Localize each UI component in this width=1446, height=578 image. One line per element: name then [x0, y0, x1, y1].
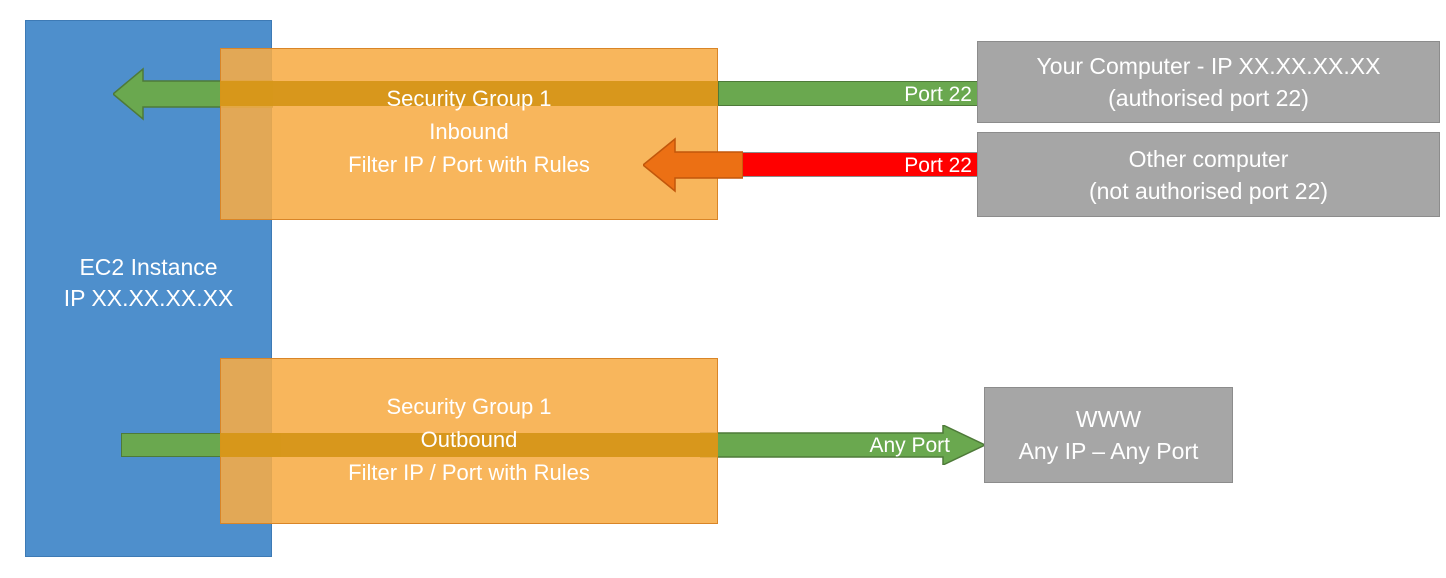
- your-computer-line-2: (authorised port 22): [1108, 85, 1309, 111]
- allowed-inbound-connector: [718, 81, 978, 106]
- security-group-inbound-box: [220, 48, 718, 220]
- blocked-inbound-connector: [718, 152, 978, 177]
- other-computer-line-1: Other computer: [1128, 145, 1289, 172]
- security-group-outbound-box: [220, 358, 718, 524]
- outbound-arrow-icon: [700, 425, 985, 465]
- other-computer-line-2: (not authorised port 22): [1088, 177, 1329, 204]
- endpoint-www: WWW Any IP – Any Port: [984, 387, 1233, 483]
- www-line-1: WWW: [1075, 406, 1142, 432]
- your-computer-line-1: Your Computer - IP XX.XX.XX.XX: [1036, 53, 1381, 79]
- endpoint-your-computer: Your Computer - IP XX.XX.XX.XX (authoris…: [977, 41, 1440, 123]
- www-line-2: Any IP – Any Port: [1018, 438, 1199, 464]
- blocked-inbound-arrow-icon: [643, 137, 743, 193]
- endpoint-other-computer: Other computer (not authorised port 22): [977, 132, 1440, 217]
